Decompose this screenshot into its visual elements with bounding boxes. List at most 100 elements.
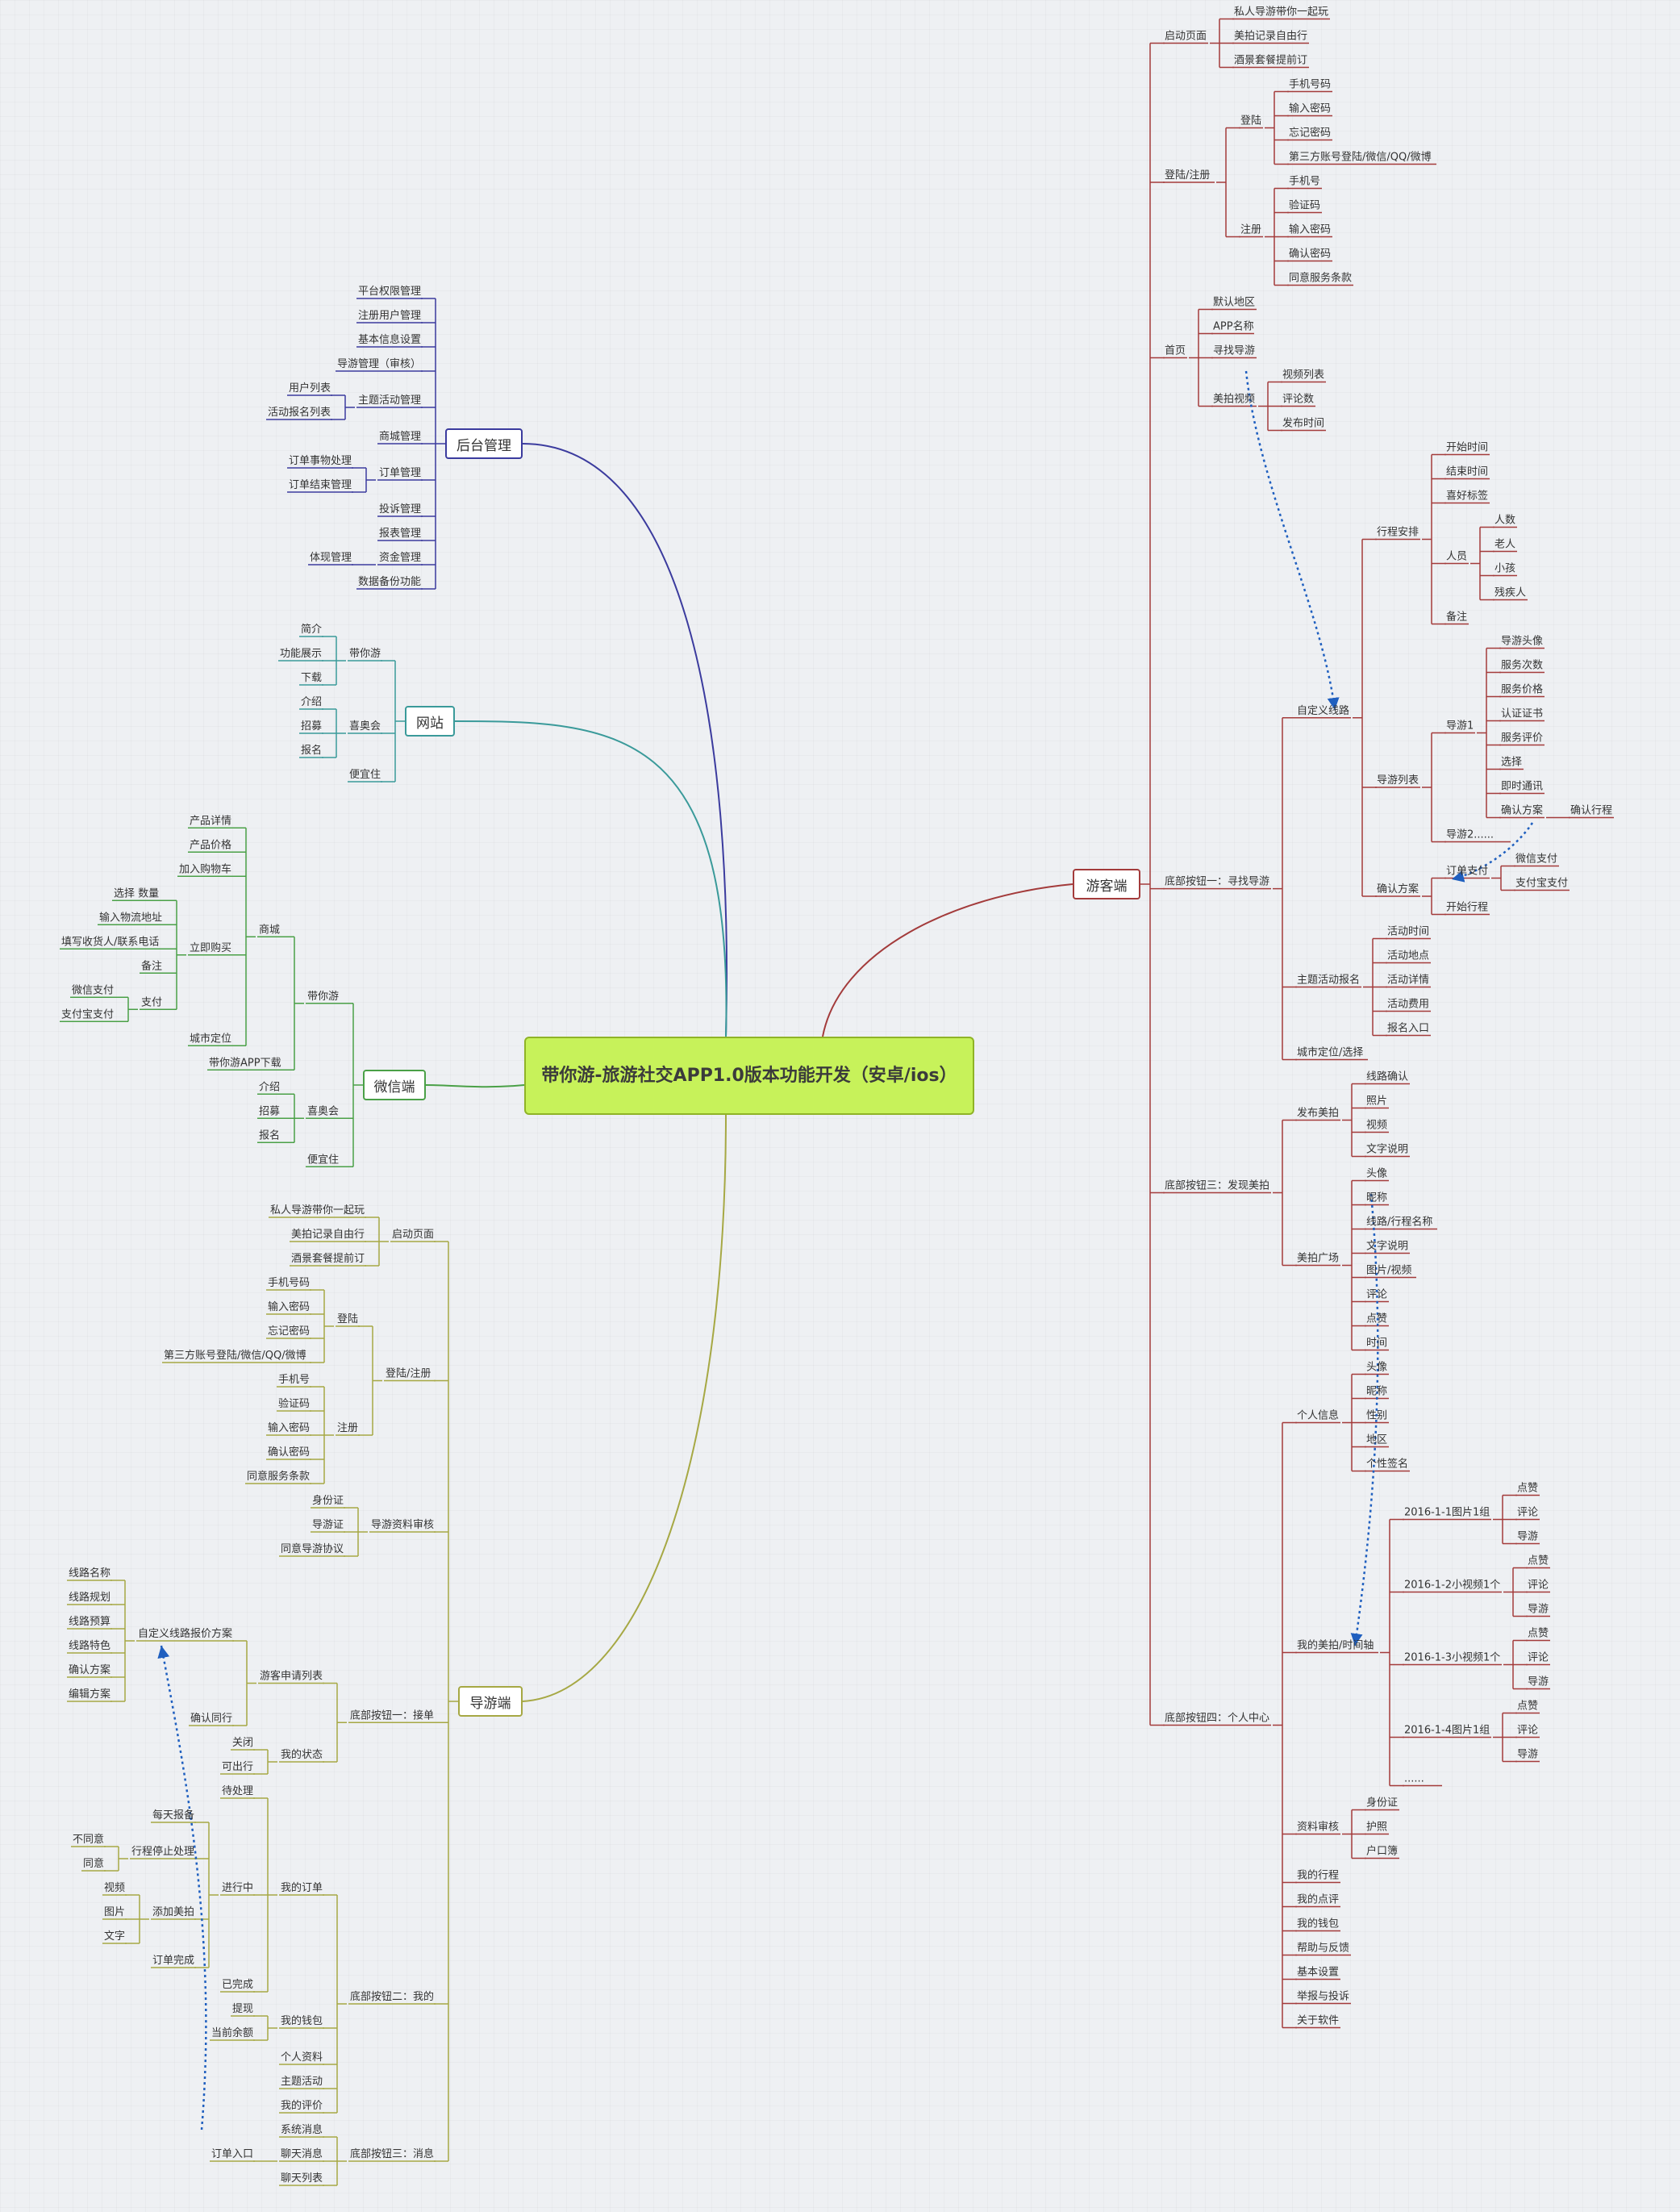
node-label[interactable]: 结束时间 (1446, 466, 1488, 478)
node-label[interactable]: 验证码 (278, 1397, 310, 1410)
node-label[interactable]: 订单事物处理 (289, 455, 352, 467)
node-label[interactable]: 视频 (104, 1882, 125, 1894)
node-label[interactable]: 服务次数 (1501, 659, 1543, 672)
node-label[interactable]: 评论 (1528, 1580, 1549, 1592)
node-label[interactable]: 导游 (1528, 1604, 1549, 1616)
node-label[interactable]: 默认地区 (1213, 296, 1255, 309)
node-label[interactable]: 功能展示 (280, 648, 322, 660)
node-label[interactable]: 照片 (1366, 1096, 1387, 1108)
node-label[interactable]: 主题活动报名 (1297, 974, 1360, 987)
node-label[interactable]: 输入密码 (1289, 102, 1331, 115)
node-label[interactable]: ...... (1404, 1773, 1424, 1785)
node-label[interactable]: 昵称 (1366, 1386, 1387, 1398)
node-label[interactable]: 自定义线路 (1297, 704, 1349, 717)
node-label[interactable]: 平台权限管理 (358, 285, 421, 298)
node-label[interactable]: 注册用户管理 (358, 309, 421, 322)
node-label[interactable]: 寻找导游 (1213, 345, 1255, 357)
node-label[interactable]: 关于软件 (1297, 2015, 1339, 2027)
node-label[interactable]: 投诉管理 (379, 503, 421, 515)
node-label[interactable]: 商城 (259, 924, 280, 936)
node-label[interactable]: 开始行程 (1446, 902, 1488, 914)
node-label[interactable]: 验证码 (1289, 199, 1320, 212)
node-label[interactable]: 系统消息 (281, 2123, 323, 2136)
node-label[interactable]: 即时通讯 (1501, 781, 1543, 793)
node-label[interactable]: 线路规划 (69, 1591, 110, 1604)
node-label[interactable]: 2016-1-3小视频1个 (1404, 1652, 1500, 1664)
node-label[interactable]: 填写收货人/联系电话 (61, 935, 159, 948)
node-label[interactable]: 同意 (83, 1857, 104, 1870)
node-label[interactable]: 人数 (1494, 515, 1515, 527)
node-label[interactable]: 个人信息 (1297, 1409, 1339, 1422)
node-label[interactable]: 美拍广场 (1297, 1253, 1339, 1265)
node-label[interactable]: 支付宝支付 (1515, 878, 1568, 890)
node-label[interactable]: 确认密码 (268, 1446, 310, 1459)
node-label[interactable]: 底部按钮三：消息 (350, 2147, 434, 2160)
node-label[interactable]: 帮助与反馈 (1297, 1943, 1349, 1955)
node-label[interactable]: 报名 (259, 1129, 280, 1141)
node-label[interactable]: 导游 (1517, 1749, 1538, 1761)
node-label[interactable]: 线路特色 (69, 1639, 110, 1652)
node-label[interactable]: 2016-1-2小视频1个 (1404, 1580, 1500, 1592)
node-label[interactable]: 产品详情 (190, 815, 231, 827)
node-label[interactable]: 活动费用 (1387, 999, 1429, 1011)
node-label[interactable]: 私人导游带你一起玩 (270, 1204, 365, 1217)
node-label[interactable]: 介绍 (301, 696, 322, 708)
main-branch-houtai[interactable]: 后台管理 (445, 428, 523, 459)
node-label[interactable]: 导游 (1528, 1676, 1549, 1688)
node-label[interactable]: 登陆/注册 (1165, 169, 1210, 182)
node-label[interactable]: 忘记密码 (268, 1325, 310, 1338)
node-label[interactable]: 视频 (1366, 1120, 1387, 1132)
node-label[interactable]: 身份证 (312, 1494, 344, 1507)
node-label[interactable]: 聊天消息 (281, 2147, 323, 2160)
node-label[interactable]: 我的评价 (281, 2099, 323, 2112)
node-label[interactable]: 注册 (1240, 224, 1261, 236)
node-label[interactable]: 主题活动管理 (358, 394, 421, 407)
node-label[interactable]: 酒景套餐提前订 (1234, 54, 1307, 67)
node-label[interactable]: 点赞 (1517, 1483, 1538, 1495)
node-label[interactable]: 同意服务条款 (247, 1470, 310, 1483)
node-label[interactable]: 残疾人 (1494, 587, 1526, 599)
node-label[interactable]: 下载 (301, 672, 322, 684)
node-label[interactable]: 选择 (1501, 757, 1522, 769)
node-label[interactable]: 线路预算 (69, 1615, 110, 1628)
node-label[interactable]: 小孩 (1494, 563, 1515, 575)
node-label[interactable]: 首页 (1165, 345, 1186, 357)
node-label[interactable]: 评论 (1528, 1652, 1549, 1664)
node-label[interactable]: 底部按钮三：发现美拍 (1165, 1179, 1269, 1192)
node-label[interactable]: 文字说明 (1366, 1241, 1408, 1253)
node-label[interactable]: 头像 (1366, 1168, 1387, 1180)
node-label[interactable]: 文字 (104, 1930, 125, 1943)
node-label[interactable]: 订单管理 (379, 467, 421, 479)
node-label[interactable]: 忘记密码 (1289, 127, 1331, 140)
node-label[interactable]: 时间 (1366, 1338, 1387, 1350)
node-label[interactable]: 带你游 (349, 648, 381, 660)
node-label[interactable]: 美拍记录自由行 (1234, 31, 1307, 43)
node-label[interactable]: 私人导游带你一起玩 (1234, 6, 1328, 19)
node-label[interactable]: 已完成 (222, 1979, 253, 1991)
node-label[interactable]: 活动地点 (1387, 950, 1429, 962)
node-label[interactable]: 2016-1-1图片1组 (1404, 1507, 1490, 1519)
node-label[interactable]: 每天报备 (152, 1809, 194, 1822)
node-label[interactable]: 手机号码 (1289, 79, 1331, 91)
node-label[interactable]: 当前余额 (211, 2026, 253, 2039)
node-label[interactable]: 微信支付 (72, 984, 114, 996)
node-label[interactable]: 城市定位 (190, 1032, 231, 1045)
node-label[interactable]: 报名入口 (1387, 1022, 1429, 1035)
node-label[interactable]: 同意导游协议 (281, 1542, 344, 1555)
node-label[interactable]: 导游证 (312, 1519, 344, 1531)
node-label[interactable]: 个人资料 (281, 2051, 323, 2064)
node-label[interactable]: 带你游APP下载 (209, 1057, 281, 1069)
node-label[interactable]: 开始时间 (1446, 442, 1488, 454)
node-label[interactable]: 待处理 (222, 1785, 253, 1797)
node-label[interactable]: 招募 (259, 1105, 280, 1117)
node-label[interactable]: 提现 (232, 2002, 253, 2015)
node-label[interactable]: 主题活动 (281, 2076, 323, 2088)
node-label[interactable]: 图片 (104, 1906, 125, 1918)
node-label[interactable]: 导游列表 (1377, 774, 1419, 787)
node-label[interactable]: 输入密码 (268, 1300, 310, 1313)
node-label[interactable]: 微信支付 (1515, 853, 1557, 866)
node-label[interactable]: 确认同行 (190, 1713, 232, 1725)
node-label[interactable]: 发布时间 (1282, 417, 1324, 430)
node-label[interactable]: 喜好标签 (1446, 490, 1488, 503)
node-label[interactable]: 线路确认 (1366, 1071, 1408, 1083)
